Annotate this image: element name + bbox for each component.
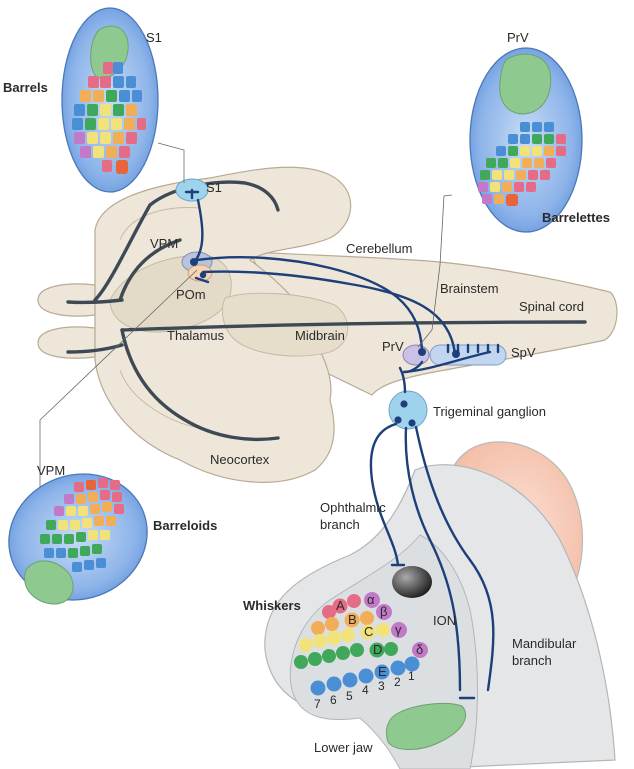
spinal-cord-label: Spinal cord (519, 299, 584, 314)
barreloids-inset (8, 473, 148, 605)
row-label-c: C (364, 624, 373, 639)
prv-oval-label: PrV (507, 30, 529, 45)
ganglion-cell-1 (400, 400, 408, 408)
pom-terminal (194, 276, 210, 284)
thalamus-label: Thalamus (167, 328, 225, 343)
s1-oval-label: S1 (146, 30, 162, 45)
vpm-cell (190, 258, 198, 266)
labels: S1 Barrels PrV Barrelettes S1 VPM POm Ce… (3, 30, 610, 755)
ion-label: ION (433, 613, 456, 628)
barrelettes-green-structure (499, 53, 552, 115)
spv-cell (452, 350, 460, 358)
barreloids-leader (39, 269, 198, 505)
lower-jaw-shape (385, 702, 466, 750)
olfactory-bulb-upper (37, 283, 96, 317)
whisker-pad: A B C D E α β γ δ 7 6 5 4 3 2 1 (294, 592, 428, 711)
whisker-gamma (391, 622, 407, 638)
row-label-a: A (336, 598, 345, 613)
straddler-gamma: γ (395, 622, 402, 637)
vpm-oval-label: VPM (37, 463, 65, 478)
arc-label-6: 6 (330, 693, 337, 707)
whisker-row-a (332, 598, 348, 614)
arc-label-2: 2 (394, 675, 401, 689)
brain (37, 166, 618, 483)
lemniscal-path-upper (195, 255, 424, 352)
cortical-tract-inner (118, 238, 182, 302)
straddler-alpha: α (367, 592, 375, 607)
whisker-row-d (369, 642, 385, 658)
barrelettes-inset (469, 47, 583, 233)
midline-tract (120, 320, 587, 332)
vpm-brain-label: VPM (150, 236, 178, 251)
straddler-delta: δ (416, 642, 423, 657)
spv-label: SpV (511, 345, 536, 360)
s1-terminal (184, 188, 200, 200)
ganglion-to-prv (398, 360, 424, 394)
whisker-delta (412, 642, 428, 658)
row-label-d: D (373, 642, 382, 657)
nerve-pathways (184, 188, 500, 700)
barreloids-pattern (40, 478, 124, 572)
eye (392, 566, 432, 598)
cortical-tract-lower (120, 328, 280, 442)
pom-cell (199, 271, 207, 279)
cortex-fold-upper (119, 206, 201, 241)
row-label-b: B (348, 612, 357, 627)
whiskers-label: Whiskers (243, 598, 301, 613)
barrels-label: Barrels (3, 80, 48, 95)
arc-label-4: 4 (362, 683, 369, 697)
mandibular-branch-nerve (414, 425, 495, 692)
mandibular-label-2: branch (512, 653, 552, 668)
prv-cell (418, 348, 426, 356)
whisker-row-b (344, 612, 360, 628)
whisker-beta (376, 604, 392, 620)
s1-brain-label: S1 (206, 180, 222, 195)
ganglion-cell-3 (408, 419, 416, 427)
cerebellum-label: Cerebellum (346, 241, 412, 256)
barrelettes-label: Barrelettes (542, 210, 610, 225)
ion-nerve (404, 426, 462, 692)
lemniscal-path-lower (201, 270, 457, 356)
midbrain-label: Midbrain (295, 328, 345, 343)
trigeminal-ganglion-label: Trigeminal ganglion (433, 404, 546, 419)
barrelettes-leader (417, 194, 453, 348)
prv-brain-label: PrV (382, 339, 404, 354)
ophthalmic-label-2: branch (320, 517, 360, 532)
olfactory-tract-upper (66, 298, 124, 305)
arc-label-5: 5 (346, 689, 353, 703)
row-label-e: E (378, 664, 387, 679)
whisker-alpha (364, 592, 380, 608)
barrels-leader (157, 142, 185, 183)
whisker-row-e (374, 664, 390, 680)
straddler-beta: β (380, 604, 387, 619)
spv-terminals (446, 343, 500, 354)
lower-jaw-label: Lower jaw (314, 740, 373, 755)
arc-label-7: 7 (314, 697, 321, 711)
arc-label-1: 1 (408, 669, 415, 683)
arc-label-3: 3 (378, 679, 385, 693)
leader-lines (39, 142, 453, 505)
ophthalmic-branch-nerve (369, 422, 400, 567)
rat-head (264, 441, 616, 769)
olfactory-bulb-lower (37, 326, 96, 359)
barrels-inset (61, 7, 159, 193)
barrelettes-pattern (478, 122, 566, 206)
prv-nucleus (402, 344, 430, 366)
barreloids-green-structure (24, 560, 74, 605)
whisker-row-c (360, 624, 376, 640)
mandibular-label-1: Mandibular (512, 636, 577, 651)
pom-nucleus (187, 264, 213, 282)
barrels-pattern (72, 62, 146, 174)
thalamocortical-axon (195, 198, 204, 260)
brainstem-label: Brainstem (440, 281, 499, 296)
ganglion-cell-2 (394, 416, 402, 424)
neocortex-label: Neocortex (210, 452, 270, 467)
ophthalmic-label-1: Ophthalmic (320, 500, 386, 515)
barreloids-label: Barreloids (153, 518, 217, 533)
pom-label: POm (176, 287, 206, 302)
